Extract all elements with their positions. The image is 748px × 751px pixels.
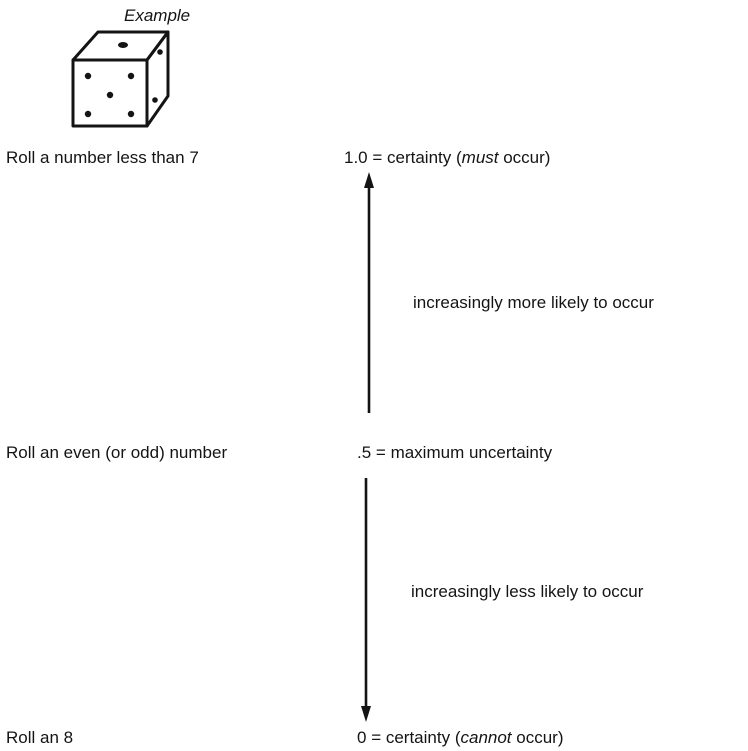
meaning-text: certainty ( [387, 148, 462, 167]
example-heading: Example [124, 6, 191, 25]
probability-one-label: 1.0 = certainty (must occur) [344, 148, 550, 168]
meaning-emphasis: must [461, 148, 499, 167]
equals-sign: = [371, 443, 391, 462]
meaning-text: certainty ( [385, 728, 461, 747]
less-likely-description: increasingly less likely to occur [411, 582, 644, 601]
probability-value: 1.0 [344, 148, 368, 167]
meaning-text: maximum uncertainty [390, 443, 553, 462]
equals-sign: = [366, 728, 386, 747]
example-even-odd-event: Roll an even (or odd) number [6, 443, 228, 462]
probability-value: .5 [357, 443, 372, 462]
example-certain-event: Roll a number less than 7 [6, 148, 199, 167]
example-impossible-event: Roll an 8 [6, 728, 74, 747]
probability-value: 0 [357, 728, 367, 747]
probability-half-label: .5 = maximum uncertainty [357, 443, 552, 463]
up-arrow [364, 172, 374, 413]
probability-zero-label: 0 = certainty (cannot occur) [357, 728, 564, 748]
equals-sign: = [367, 148, 388, 167]
die-icon [71, 30, 170, 128]
meaning-emphasis: cannot [460, 728, 512, 747]
down-arrow [361, 478, 371, 722]
more-likely-description: increasingly more likely to occur [413, 293, 654, 312]
meaning-text-end: occur) [511, 728, 564, 747]
meaning-text-end: occur) [498, 148, 551, 167]
